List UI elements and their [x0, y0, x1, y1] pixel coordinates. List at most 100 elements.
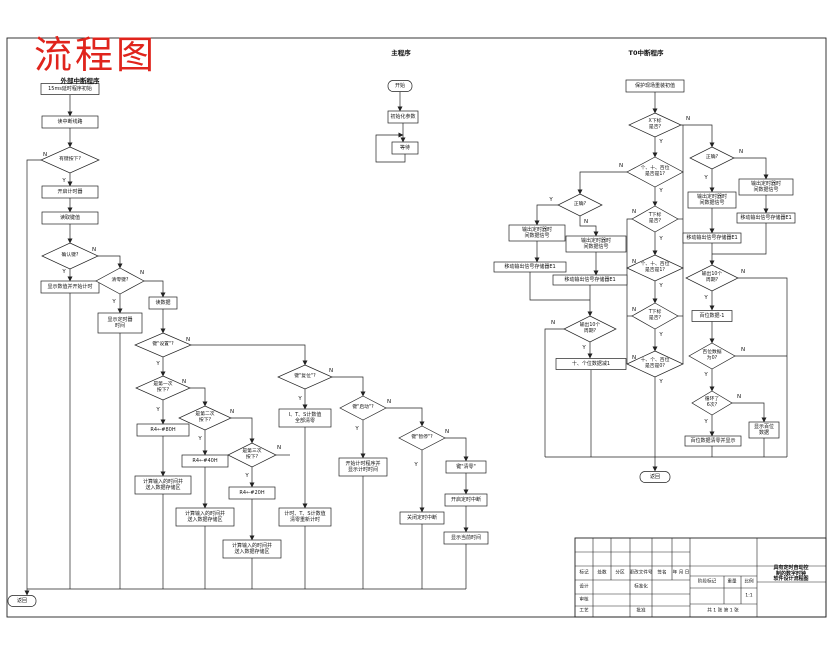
branch-label-no: N — [550, 320, 556, 326]
node-text-left-b11: 计算输入的时间并 送入数据存储区 — [142, 479, 183, 491]
node-text-left-d7: 是第三次 按下? — [242, 449, 262, 460]
node-text-left-d2: 确认键? — [61, 253, 79, 259]
branch-label-yes: Y — [659, 283, 663, 289]
node-text-t0-end: 返回 — [649, 474, 660, 480]
process-box-left-b2 — [41, 115, 99, 129]
flow-line — [386, 407, 425, 427]
process-box-left-b10 — [228, 486, 276, 500]
sheet-frame — [6, 37, 827, 618]
process-box-left-b12 — [175, 507, 235, 527]
tb-col-zone: 分区 — [615, 570, 625, 576]
branch-label-no: N — [328, 368, 334, 374]
tb-col-count: 处数 — [597, 570, 607, 576]
node-text-left-b10: R4←#20H — [239, 490, 265, 496]
flow-lines — [24, 92, 788, 596]
branch-label-no: N — [42, 152, 48, 158]
node-text-main-start: 开始 — [394, 83, 405, 89]
flow-line — [231, 417, 255, 444]
decision-diamond-t0-d19 — [689, 146, 735, 170]
terminal-node-left-end — [7, 595, 37, 607]
node-text-left-b3: 开启计时器 — [57, 189, 83, 195]
decision-diamond-left-d1 — [40, 146, 100, 174]
process-box-t0-b33 — [691, 310, 733, 322]
process-box-t0-b28 — [555, 358, 627, 370]
process-box-t0-b26 — [493, 261, 567, 273]
terminal-node-main-start — [387, 80, 413, 92]
process-box-left-b1 — [40, 83, 100, 95]
process-box-left-b18 — [445, 460, 487, 474]
decision-diamond-left-d7 — [227, 442, 277, 468]
process-box-left-b6 — [97, 312, 143, 334]
branch-label-yes: Y — [704, 175, 708, 181]
decision-diamond-t0-d13 — [631, 205, 679, 233]
branch-label-no: N — [738, 149, 744, 155]
branch-label-no: N — [91, 247, 97, 253]
branch-label-yes: Y — [659, 188, 663, 194]
section-title-main: 主程序 — [391, 49, 411, 57]
node-text-left-b13: 计算输入的时间并 送入数据存储区 — [231, 543, 272, 555]
node-text-left-b2: 读中断线路 — [57, 119, 83, 125]
branch-label-yes: Y — [112, 299, 116, 305]
node-text-t0-b26: 移动输出信号存储器E1 — [504, 264, 556, 270]
branch-label-yes: Y — [582, 345, 586, 351]
branch-label-yes: Y — [245, 473, 249, 479]
node-text-left-b4: 读取键值 — [59, 215, 80, 221]
decision-diamond-left-d4 — [134, 332, 192, 358]
flow-line — [529, 272, 590, 301]
decision-diamond-t0-d14 — [626, 254, 684, 282]
tb-col-date: 年 月 日 — [672, 570, 690, 576]
node-text-t0-b33: 百位数据-1 — [699, 313, 725, 319]
node-text-t0-b35: 显示百位 数据 — [753, 424, 774, 436]
node-text-left-b12: 计算输入的时间并 送入数据存储区 — [184, 511, 225, 523]
node-text-left-b20: 显示当前时间 — [450, 535, 481, 541]
process-box-t0-b25 — [565, 235, 627, 253]
flow-line — [681, 124, 715, 148]
node-text-left-d6: 是第二次 按下? — [195, 412, 215, 423]
node-text-left-b5: 显示数值并开始计时 — [47, 284, 93, 290]
tb-col-sign: 签名 — [657, 570, 667, 576]
decision-diamond-left-d6 — [178, 405, 232, 431]
branch-label-no: N — [185, 337, 191, 343]
process-box-left-b14 — [278, 408, 332, 428]
process-box-left-b3 — [41, 185, 99, 199]
node-text-t0-b31: 移动输出信号存储器E1 — [686, 235, 738, 241]
branch-label-no: N — [139, 270, 145, 276]
process-box-left-b4 — [41, 211, 99, 225]
tb-weight: 重量 — [727, 579, 737, 585]
tb-approve: 批准 — [636, 608, 646, 614]
branch-label-yes: Y — [156, 361, 160, 367]
decision-diamond-t0-d22 — [691, 390, 733, 416]
node-text-t0-b32: 移动输出信号存储器E1 — [740, 215, 792, 221]
branch-label-yes: Y — [198, 436, 202, 442]
decision-diamond-t0-d21 — [688, 342, 736, 370]
flow-line — [144, 280, 166, 298]
node-text-t0-d12: 个、十、百位 是否是1? — [640, 166, 670, 177]
branch-label-no: N — [736, 394, 742, 400]
node-text-left-b18: 键"清零" — [456, 464, 476, 470]
node-text-left-b17: 关闭定时中断 — [406, 515, 437, 521]
node-text-t0-d19: 正确? — [705, 155, 719, 161]
branch-label-yes: Y — [704, 372, 708, 378]
branch-label-yes: Y — [659, 236, 663, 242]
flow-line — [579, 216, 599, 237]
node-text-left-b9: R4←#40H — [192, 458, 218, 464]
branch-label-yes: Y — [298, 396, 302, 402]
branch-label-yes: Y — [156, 407, 160, 413]
node-text-left-end: 返回 — [16, 598, 27, 604]
tb-stage: 阶段标记 — [697, 579, 717, 585]
node-text-t0-b34: 百位数据清零并显示 — [690, 438, 736, 444]
process-box-left-b13 — [222, 539, 282, 559]
node-text-t0-b28: 十、个位数据减1 — [571, 361, 611, 367]
flow-line — [375, 132, 406, 163]
flow-line — [544, 328, 564, 457]
node-text-t0-d11: X下标 是否? — [648, 119, 662, 130]
branch-label-no: N — [229, 409, 235, 415]
decision-diamond-left-d3 — [95, 267, 145, 295]
terminal-node-t0-end — [639, 471, 671, 483]
branch-label-no: N — [444, 429, 450, 435]
branch-label-yes: Y — [659, 332, 663, 338]
node-text-left-b15: 计时、T、S计数值 清零重新计时 — [284, 511, 326, 523]
process-box-left-b11 — [134, 475, 192, 495]
decision-diamond-t0-d11 — [628, 112, 682, 138]
